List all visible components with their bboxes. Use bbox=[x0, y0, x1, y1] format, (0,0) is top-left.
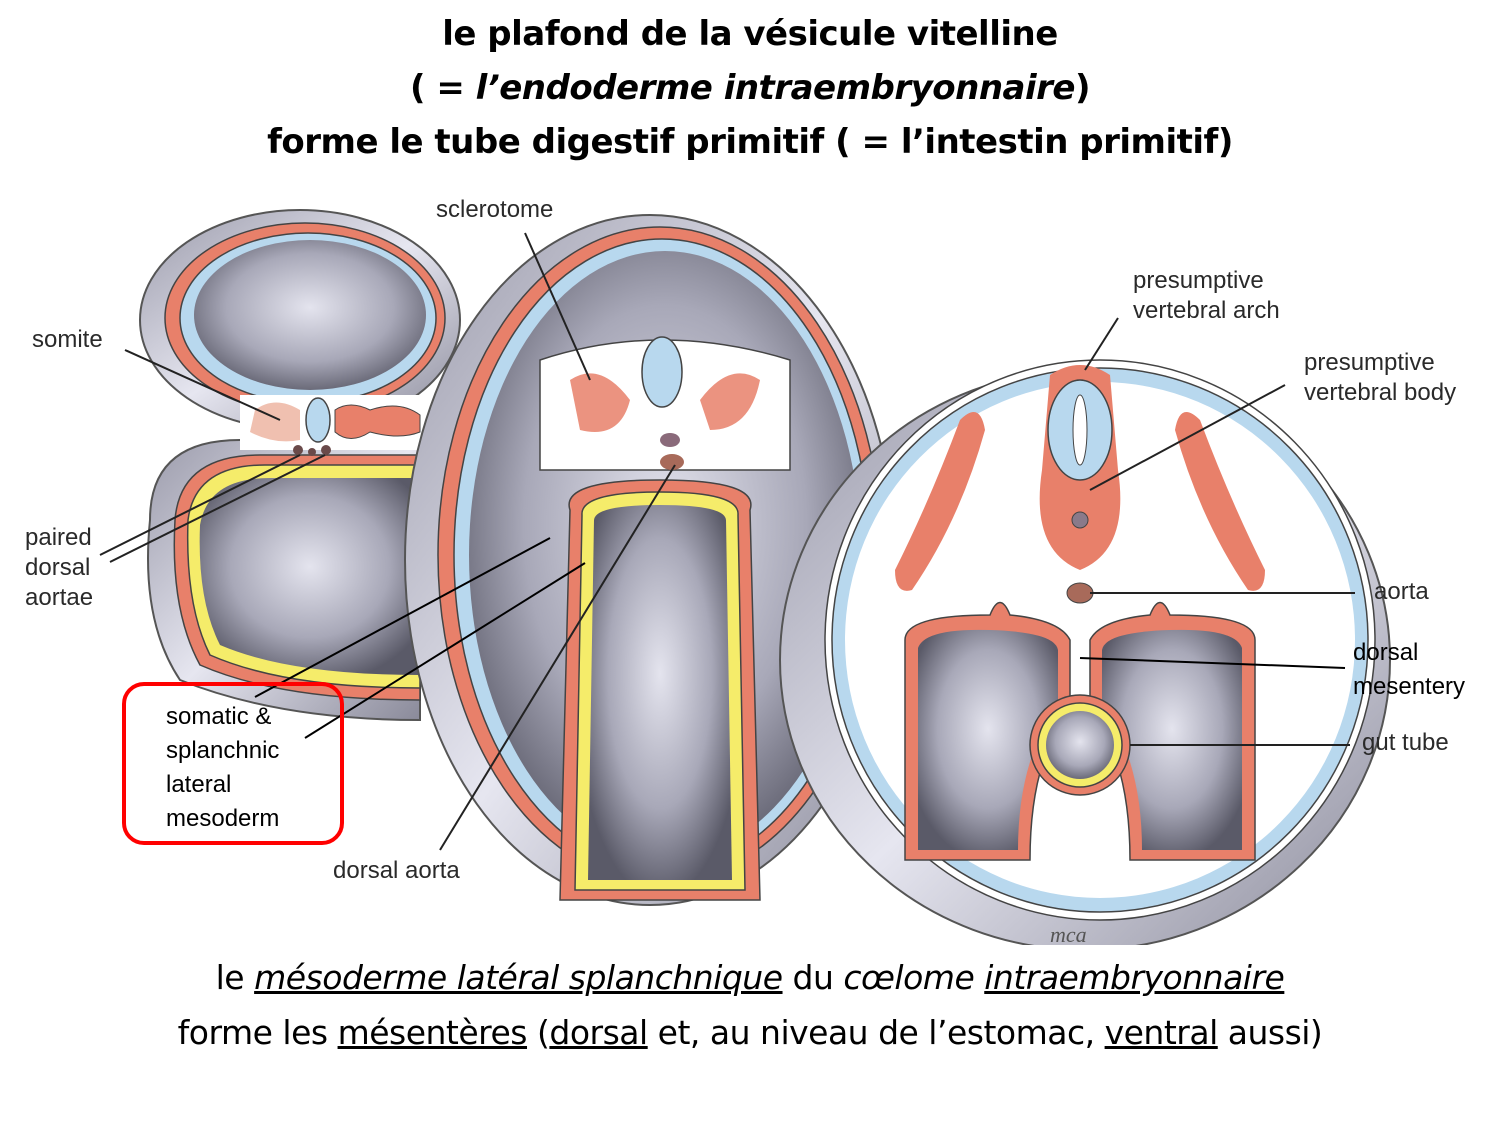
label-aorta: aorta bbox=[1374, 578, 1429, 605]
caption-line-2: forme les mésentères (dorsal et, au nive… bbox=[177, 1013, 1323, 1052]
embryo-stage-2 bbox=[404, 214, 896, 906]
title-line-1: le plafond de la vésicule vitelline bbox=[442, 14, 1058, 54]
caption-line-1: le mésoderme latéral splanchnique du cœl… bbox=[215, 958, 1285, 997]
title-endoderm: l’endoderme intraembryonnaire bbox=[475, 68, 1076, 108]
label-presumptive-vertebral-arch: presumptive vertebral arch bbox=[1133, 267, 1280, 324]
leader-lines bbox=[99, 232, 1355, 851]
term-lateral-splanchnic-mesoderm: mésoderme latéral splanchnique bbox=[254, 958, 783, 997]
embryo-cross-section-diagram: mca bbox=[99, 209, 1391, 945]
label-sclerotome: sclerotome bbox=[436, 196, 554, 223]
label-somite: somite bbox=[32, 326, 103, 353]
highlight-box-lateral-mesoderm: somatic & splanchnic lateral mesoderm bbox=[122, 682, 344, 845]
label-dorsal-mesentery: dorsal mesentery bbox=[1353, 639, 1466, 700]
label-presumptive-vertebral-body: presumptive vertebral body bbox=[1304, 349, 1457, 406]
term-ventral: ventral bbox=[1104, 1013, 1219, 1052]
title-paren-close: ) bbox=[1074, 68, 1091, 108]
label-gut-tube: gut tube bbox=[1362, 729, 1449, 756]
artist-signature: mca bbox=[1050, 922, 1087, 945]
title-paren-open: ( = bbox=[409, 68, 476, 108]
title-line-2: ( = l’endoderme intraembryonnaire) bbox=[0, 68, 1500, 108]
label-paired-dorsal-aortae: paired dorsal aortae bbox=[25, 524, 94, 611]
label-lateral-mesoderm: somatic & splanchnic lateral mesoderm bbox=[166, 703, 280, 832]
term-mesenteres: mésentères bbox=[337, 1013, 528, 1052]
term-intraembryonic: intraembryonnaire bbox=[984, 958, 1285, 997]
term-coelome: cœlome bbox=[843, 958, 975, 997]
term-dorsal: dorsal bbox=[549, 1013, 648, 1052]
label-dorsal-aorta: dorsal aorta bbox=[333, 857, 460, 884]
title-line-3: forme le tube digestif primitif ( = l’in… bbox=[267, 122, 1233, 162]
